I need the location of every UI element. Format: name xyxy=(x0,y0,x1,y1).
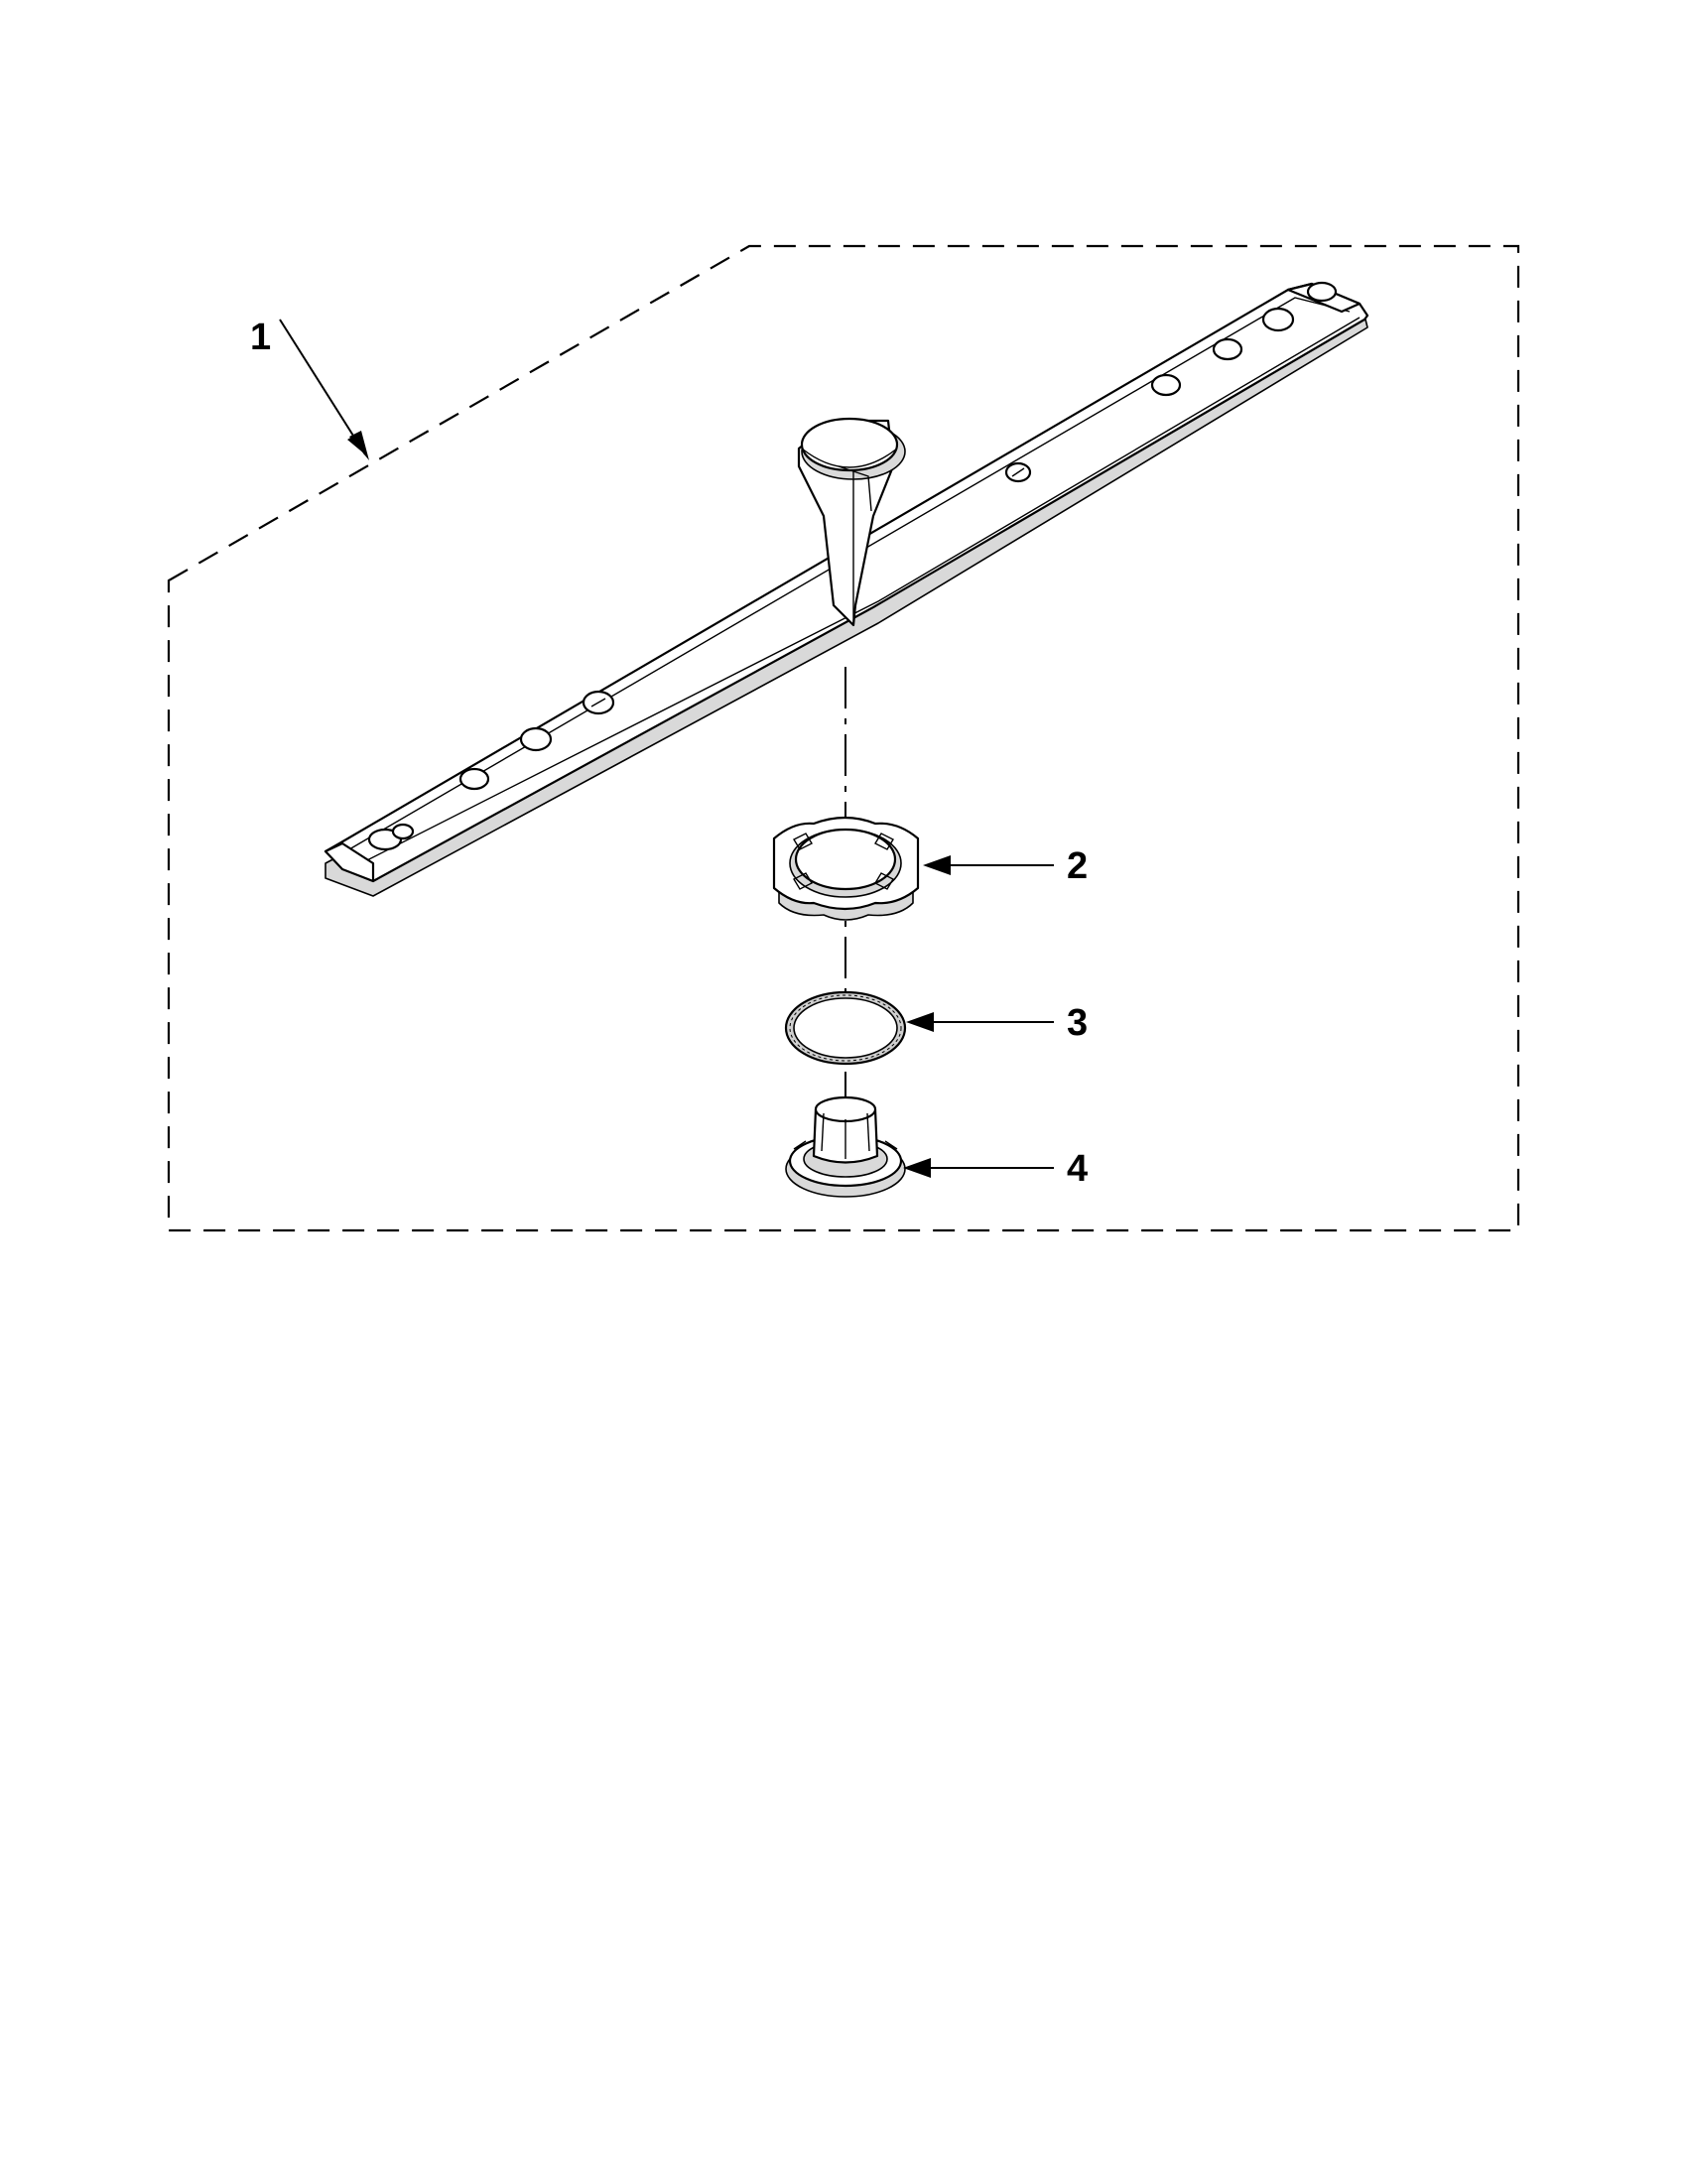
manifold-bearing xyxy=(772,816,920,921)
callout-label-4: 4 xyxy=(1067,1148,1088,1190)
callout-4: 4 xyxy=(903,1148,1088,1190)
spray-nozzles xyxy=(458,307,1295,791)
callout-label-2: 2 xyxy=(1067,845,1088,887)
callout-3: 3 xyxy=(906,1002,1088,1044)
seal-ring xyxy=(784,990,907,1066)
spray-arm-hub xyxy=(797,417,906,627)
callout-1: 1 xyxy=(250,317,369,460)
assembly-boundary xyxy=(167,244,1520,1232)
callout-label-3: 3 xyxy=(1067,1002,1088,1044)
spray-arm xyxy=(324,281,1369,897)
callout-2: 2 xyxy=(923,845,1088,887)
retainer-nut xyxy=(785,1095,906,1198)
callout-label-1: 1 xyxy=(250,317,271,358)
